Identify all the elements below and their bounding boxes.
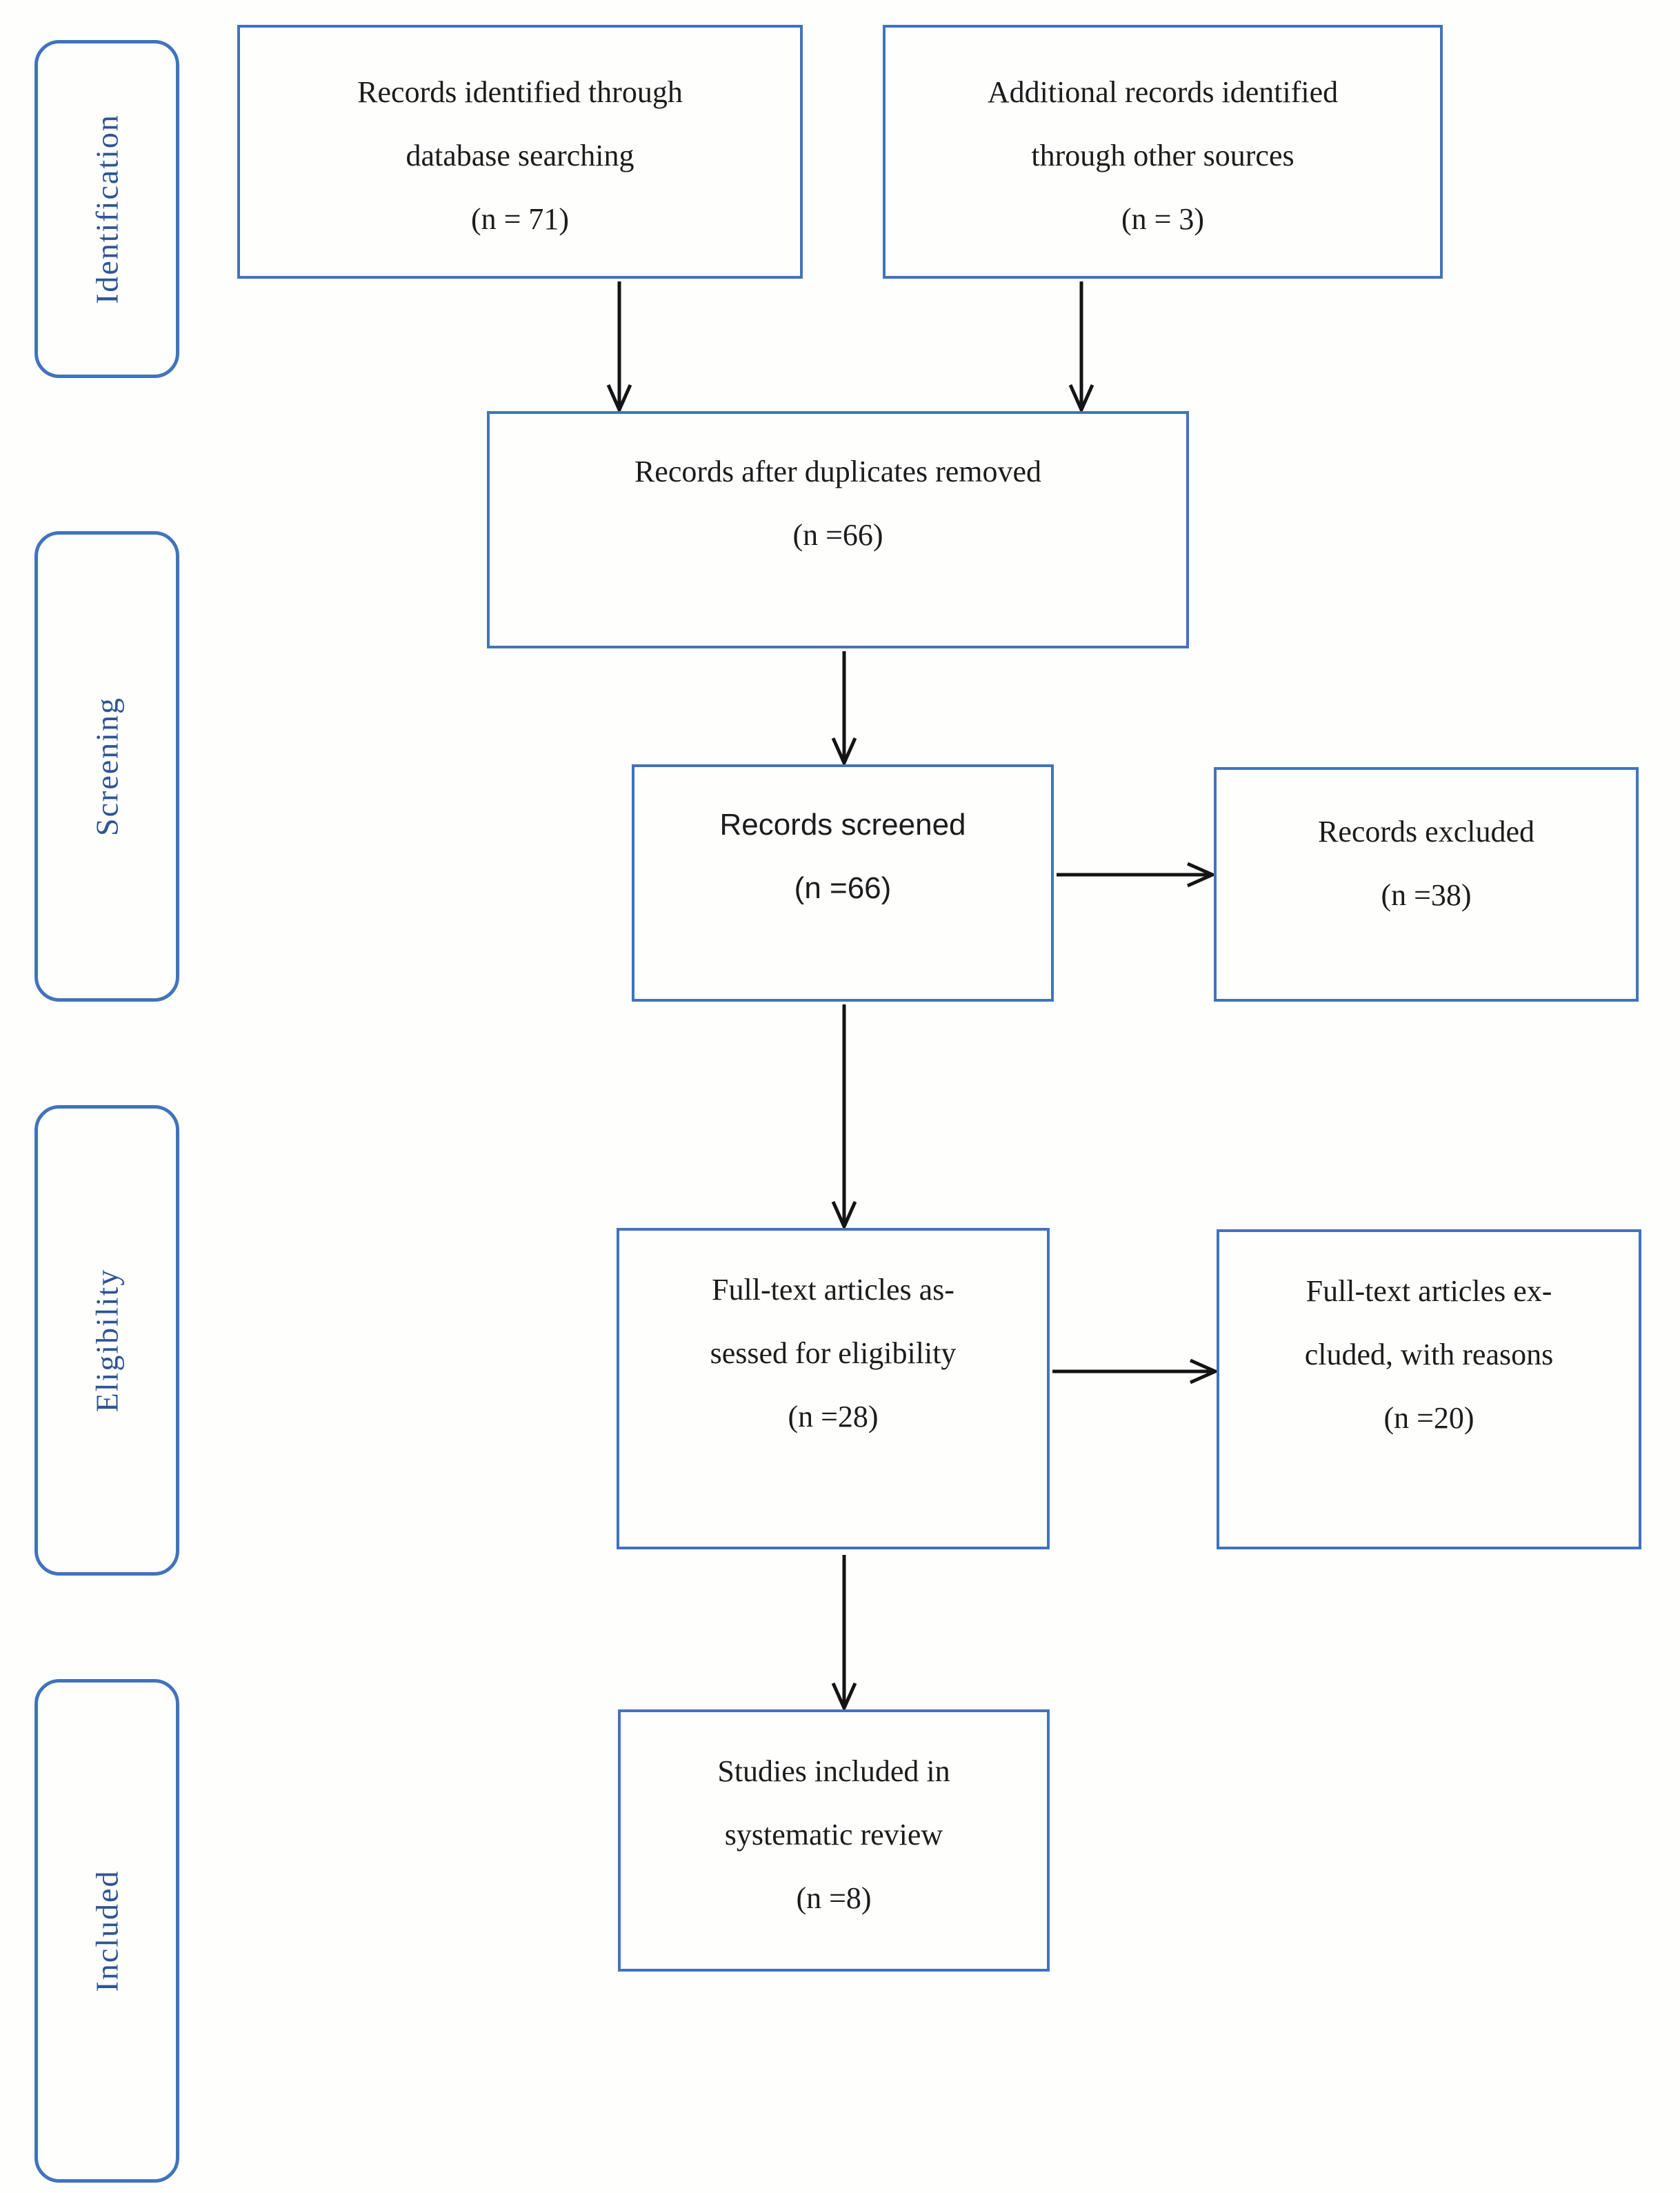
box-records-screened: Records screened (n =66) bbox=[632, 764, 1054, 1002]
box-studies-included: Studies included in systematic review (n… bbox=[618, 1709, 1050, 1972]
stage-label-eligibility: Eligibility bbox=[34, 1105, 179, 1576]
box-text-line: (n =28) bbox=[788, 1400, 879, 1433]
stage-label-identification-text: Identification bbox=[89, 114, 125, 304]
box-records-excluded: Records excluded (n =38) bbox=[1214, 767, 1639, 1002]
stage-label-included: Included bbox=[34, 1679, 179, 2183]
arrow-screened-to-excluded bbox=[1057, 862, 1217, 888]
box-fulltext-excluded: Full-text articles ex- cluded, with reas… bbox=[1217, 1229, 1641, 1549]
arrow-duplicates-to-screened bbox=[831, 651, 857, 768]
box-text-line: (n =20) bbox=[1383, 1401, 1474, 1435]
box-text-line: (n = 71) bbox=[470, 202, 570, 236]
box-text-line: Studies included in bbox=[717, 1754, 950, 1788]
box-text-line: database searching bbox=[406, 139, 634, 172]
box-text-line: cluded, with reasons bbox=[1304, 1338, 1554, 1371]
box-text-line: (n =8) bbox=[796, 1881, 872, 1915]
box-text-line: systematic review bbox=[724, 1818, 943, 1852]
box-text-line: Records screened bbox=[719, 808, 966, 842]
box-fulltext-assessed: Full-text articles as- sessed for eligib… bbox=[617, 1228, 1050, 1549]
box-text-line: Full-text articles ex- bbox=[1306, 1274, 1552, 1308]
box-text-line: (n = 3) bbox=[1121, 202, 1205, 236]
stage-label-included-text: Included bbox=[89, 1869, 125, 1992]
arrow-db-search-to-duplicates bbox=[606, 281, 632, 415]
arrow-screened-to-fulltext bbox=[831, 1004, 857, 1231]
arrow-fulltext-to-fulltext-excluded bbox=[1052, 1358, 1220, 1385]
arrow-other-sources-to-duplicates bbox=[1068, 281, 1094, 415]
box-text-line: (n =66) bbox=[794, 871, 892, 905]
stage-label-screening-text: Screening bbox=[89, 697, 125, 836]
stage-label-eligibility-text: Eligibility bbox=[89, 1268, 125, 1413]
box-text-line: sessed for eligibility bbox=[710, 1336, 957, 1370]
box-additional-records: Additional records identified through ot… bbox=[883, 25, 1443, 279]
box-text-line: through other sources bbox=[1031, 139, 1294, 172]
box-text-line: Records identified through bbox=[357, 75, 683, 109]
box-text-line: Additional records identified bbox=[987, 75, 1339, 109]
box-after-duplicates: Records after duplicates removed (n =66) bbox=[487, 411, 1189, 648]
stage-label-screening: Screening bbox=[34, 531, 179, 1002]
box-text-line: (n =66) bbox=[792, 518, 883, 552]
box-text-line: Records excluded bbox=[1318, 815, 1534, 849]
box-text-line: Full-text articles as- bbox=[712, 1273, 954, 1307]
box-records-identified: Records identified through database sear… bbox=[237, 25, 803, 279]
arrow-fulltext-to-included bbox=[831, 1555, 857, 1713]
box-text-line: (n =38) bbox=[1381, 878, 1472, 912]
box-text-line: Records after duplicates removed bbox=[634, 455, 1042, 488]
stage-label-identification: Identification bbox=[34, 40, 179, 378]
